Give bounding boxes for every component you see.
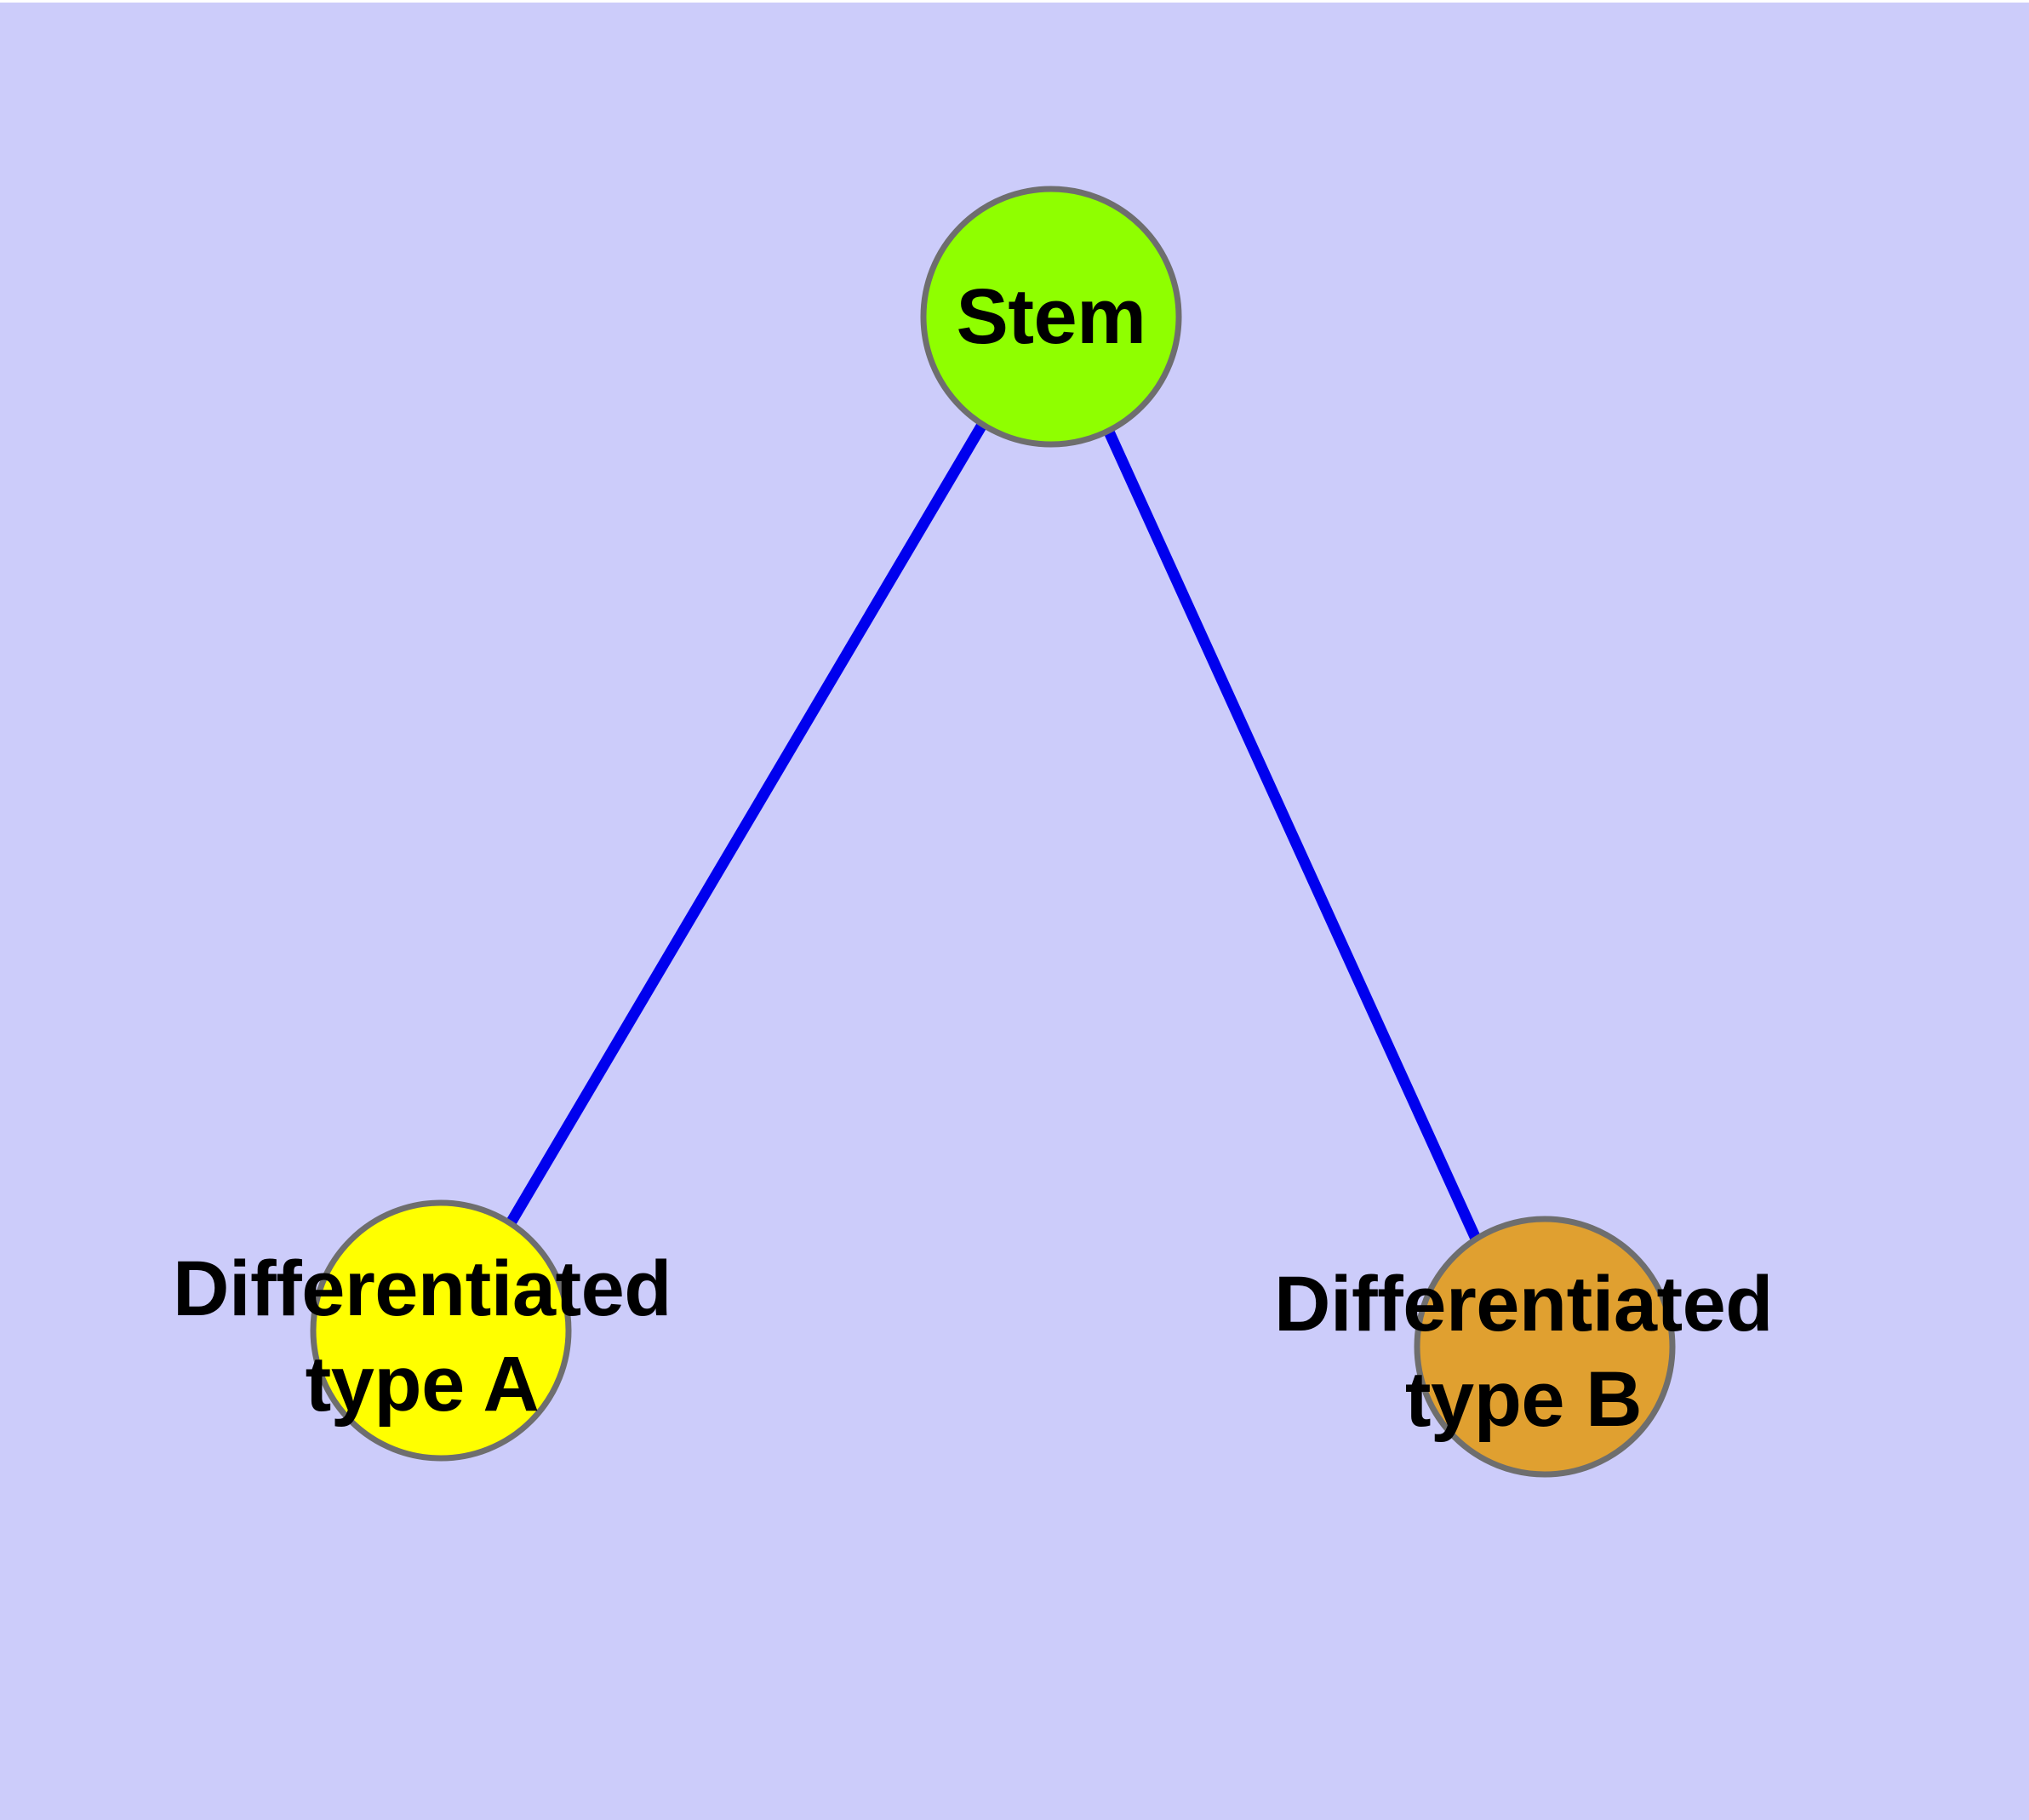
graph-node-stem[interactable] xyxy=(920,186,1182,448)
node-layer xyxy=(310,186,1676,1478)
edge-layer xyxy=(506,421,1481,1241)
graph-node-differentiated-type-a[interactable] xyxy=(310,1199,572,1462)
graph-edge-stem-to-type-b xyxy=(1103,427,1481,1241)
graph-node-differentiated-type-b[interactable] xyxy=(1414,1216,1676,1478)
graph-edge-stem-to-type-a xyxy=(506,421,987,1225)
